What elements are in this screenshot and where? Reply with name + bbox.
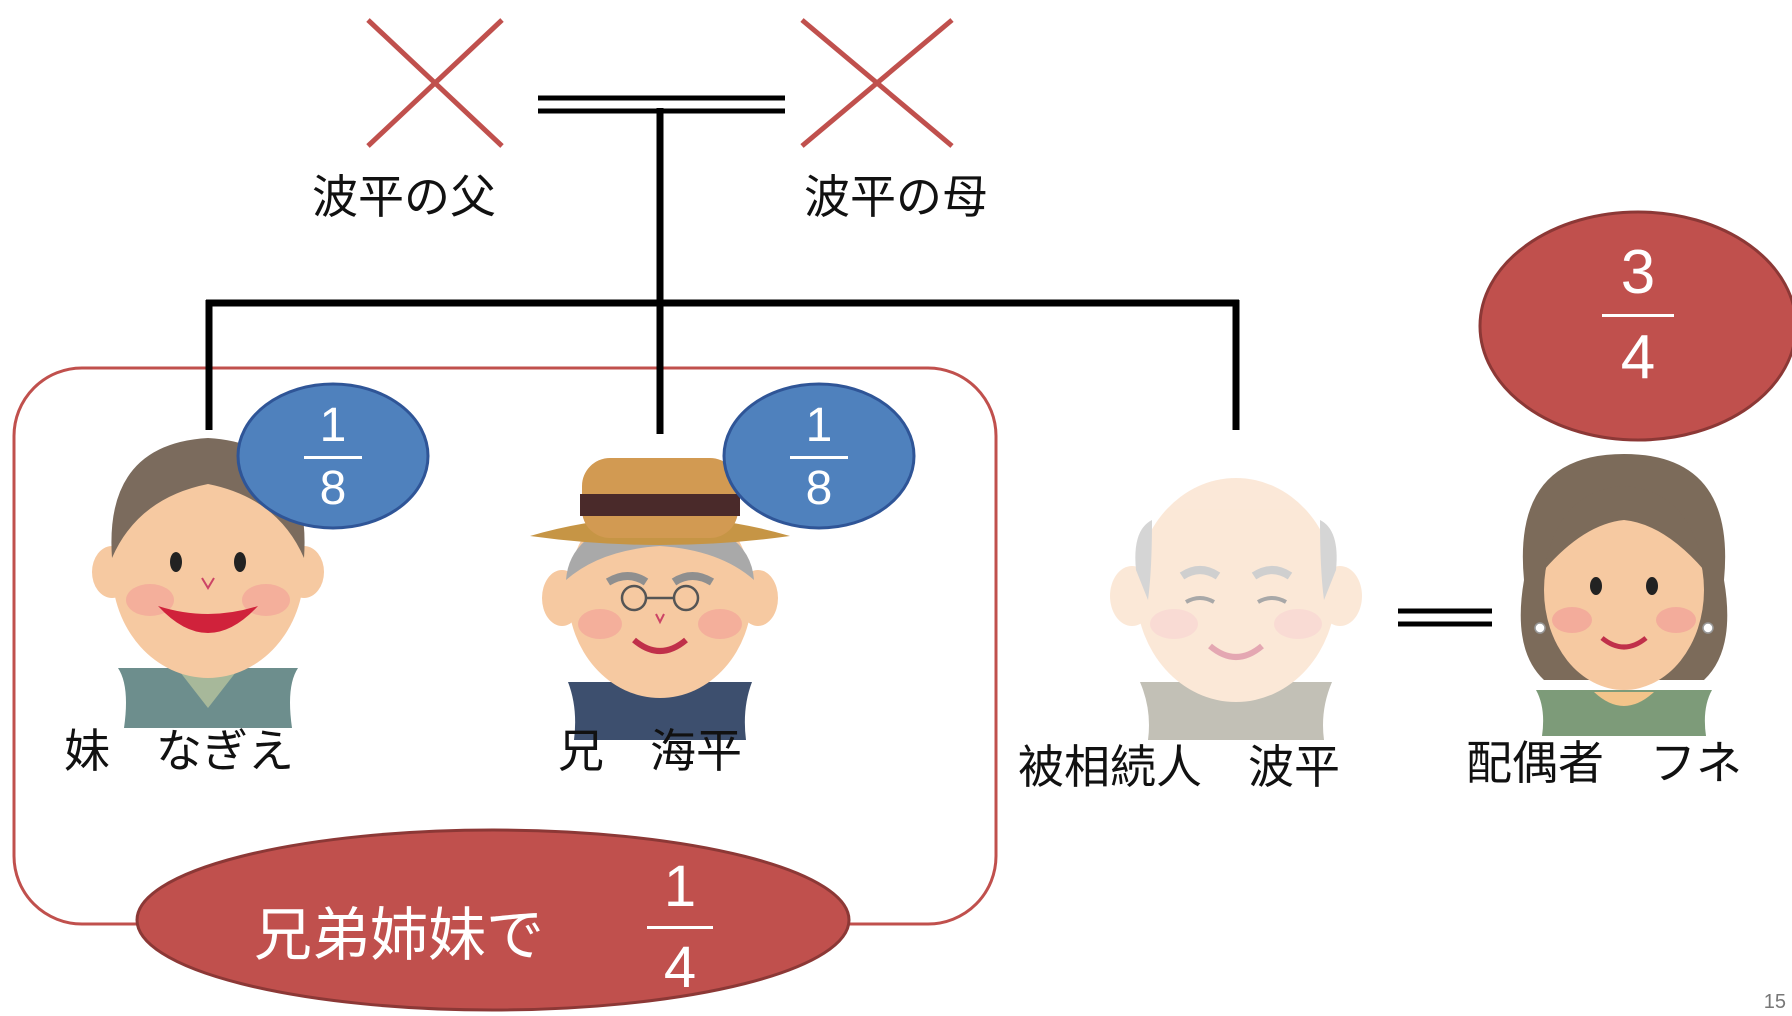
brother-share-numerator: 1 bbox=[805, 399, 833, 452]
siblings-total-numerator: 1 bbox=[663, 854, 697, 919]
deceased-avatar bbox=[1110, 478, 1362, 740]
siblings-total-denominator: 4 bbox=[663, 935, 697, 1000]
sister-share-fraction: 1 8 bbox=[298, 402, 368, 513]
spouse-share-numerator: 3 bbox=[1620, 238, 1656, 307]
brother-share-denominator: 8 bbox=[805, 462, 833, 515]
family-tree-lines bbox=[205, 108, 1240, 434]
spouse-share-fraction: 3 4 bbox=[1588, 242, 1688, 389]
fraction-bar bbox=[790, 456, 848, 459]
fraction-bar bbox=[1602, 314, 1674, 317]
brother-label: 兄 海平 bbox=[558, 724, 742, 778]
brother-share-fraction: 1 8 bbox=[784, 402, 854, 513]
spouse-share-denominator: 4 bbox=[1620, 323, 1656, 392]
sister-share-numerator: 1 bbox=[319, 399, 347, 452]
mother-label: 波平の母 bbox=[804, 170, 988, 224]
spouse-avatar bbox=[1520, 454, 1728, 736]
siblings-total-text: 兄弟姉妹で bbox=[254, 901, 545, 969]
father-deceased-icon bbox=[366, 18, 504, 148]
sister-share-denominator: 8 bbox=[319, 462, 347, 515]
siblings-total-fraction: 1 4 bbox=[630, 858, 730, 997]
spouse-share-bubble bbox=[1478, 210, 1792, 442]
fraction-bar bbox=[304, 456, 362, 459]
fraction-bar bbox=[647, 926, 713, 929]
deceased-label: 被相続人 波平 bbox=[1018, 740, 1340, 794]
page-number: 15 bbox=[1763, 991, 1786, 1013]
brother-avatar bbox=[530, 458, 790, 740]
father-label: 波平の父 bbox=[312, 170, 496, 224]
sister-label: 妹 なぎえ bbox=[64, 724, 294, 778]
spouse-marriage-line bbox=[1398, 608, 1492, 627]
spouse-label: 配偶者 フネ bbox=[1466, 736, 1742, 790]
mother-deceased-icon bbox=[800, 18, 954, 148]
siblings-total-share-bubble bbox=[135, 828, 851, 1012]
